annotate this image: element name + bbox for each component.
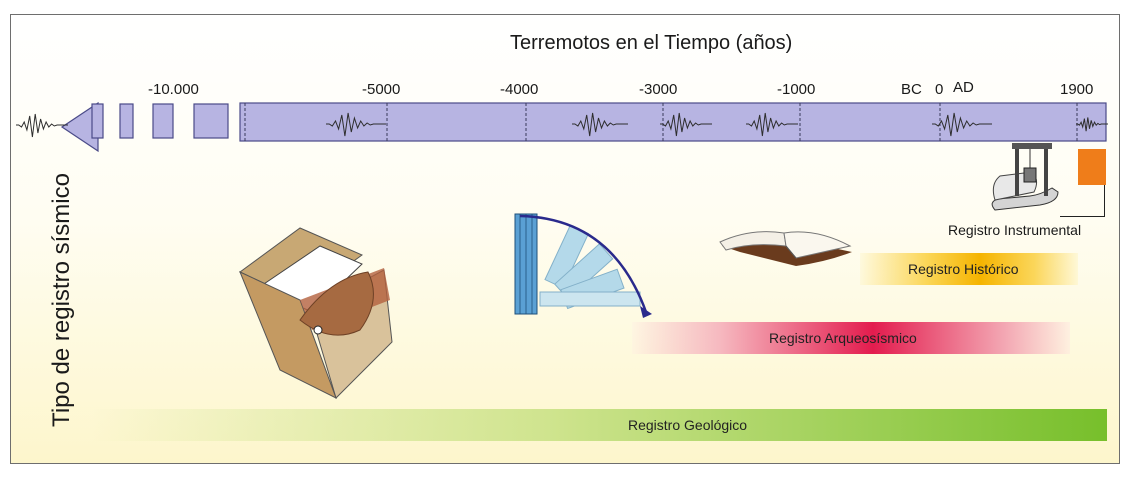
timeline-bar — [239, 102, 1107, 142]
historical-record-bar: Registro Histórico — [860, 253, 1078, 285]
bracket-line — [1060, 216, 1105, 217]
seismograph-icon — [991, 143, 1059, 211]
timeline-block — [152, 103, 174, 139]
tick-label: -3000 — [639, 81, 678, 98]
seismogram-icon — [16, 113, 68, 138]
historical-record-label: Registro Histórico — [908, 261, 1019, 277]
bracket-line — [1104, 185, 1105, 216]
timeline-block — [91, 103, 104, 139]
fault-block-icon — [239, 227, 393, 400]
seismogram-icon — [1076, 117, 1108, 132]
seismogram-icon — [746, 112, 798, 137]
tick-label: -5000 — [362, 81, 401, 98]
seismogram-icon — [932, 112, 992, 137]
archaeoseismic-record-bar: Registro Arqueosísmico — [632, 322, 1070, 354]
geological-record-bar: Registro Geológico — [92, 409, 1107, 441]
tick-label: -1000 — [777, 81, 816, 98]
instrumental-record-label: Registro Instrumental — [948, 222, 1082, 238]
seismogram-icon — [326, 112, 386, 137]
geological-record-label: Registro Geológico — [628, 417, 748, 433]
timeline-block — [193, 103, 229, 139]
side-title: Tipo de registro sísmico — [48, 173, 75, 427]
seismogram-icon — [660, 112, 712, 137]
archaeoseismic-record-label: Registro Arqueosísmico — [769, 330, 917, 346]
book-icon — [719, 231, 852, 266]
tick-label: BC — [901, 81, 922, 98]
column-collapse-icon — [514, 213, 652, 318]
tick-label: -10.000 — [148, 81, 199, 98]
tick-label: 0 — [935, 81, 944, 98]
timeline-title: Terremotos en el Tiempo (años) — [510, 32, 793, 54]
tick-label: 1900 — [1060, 81, 1094, 98]
tick-label: AD — [953, 79, 974, 96]
tick-label: -4000 — [500, 81, 539, 98]
seismogram-icon — [572, 112, 628, 137]
instrumental-record-bar — [1078, 149, 1106, 185]
timeline-block — [119, 103, 134, 139]
